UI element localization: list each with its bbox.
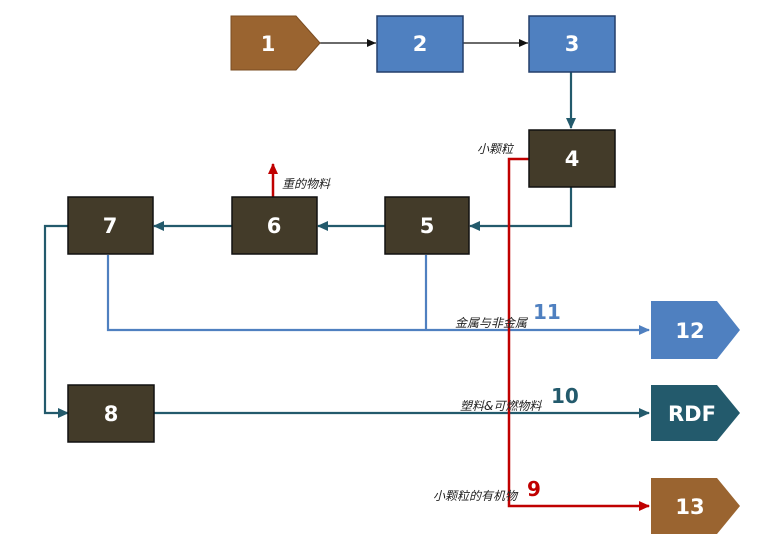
node-rdf-label: RDF	[668, 402, 716, 426]
node-8-label: 8	[104, 402, 119, 426]
node-12-label: 12	[675, 319, 704, 343]
node-5-label: 5	[420, 214, 435, 238]
arrow-7-to-8	[43, 224, 69, 418]
node-4: 4	[528, 129, 616, 188]
node-12: 12	[651, 301, 740, 359]
arrow-4-to-5	[469, 187, 573, 231]
arrow-4-to-13	[507, 157, 650, 511]
stream-number-11: 11	[533, 300, 561, 324]
stream-number-9: 9	[527, 477, 541, 501]
annotation-small-particles: 小颗粒	[477, 142, 515, 156]
node-3: 3	[528, 15, 616, 73]
node-6: 6	[231, 196, 318, 255]
node-2: 2	[376, 15, 464, 73]
annotation-plastic-combustible: 塑料&可燃物料	[460, 399, 542, 413]
annotation-metal-nonmetal: 金属与非金属	[455, 316, 529, 330]
stream-number-10: 10	[551, 384, 579, 408]
node-4-label: 4	[565, 147, 580, 171]
annotation-organic-small-particles: 小颗粒的有机物	[433, 489, 519, 503]
node-7-label: 7	[103, 214, 118, 238]
node-rdf: RDF	[651, 385, 740, 441]
node-6-label: 6	[267, 214, 282, 238]
node-13-label: 13	[675, 495, 704, 519]
node-13: 13	[651, 478, 740, 534]
annotation-heavy-material: 重的物料	[282, 177, 331, 191]
node-7: 7	[67, 196, 154, 255]
node-8: 8	[67, 384, 155, 443]
node-1-label: 1	[261, 32, 276, 56]
node-5: 5	[384, 196, 470, 255]
node-1: 1	[230, 15, 321, 71]
node-3-label: 3	[565, 32, 580, 56]
node-2-label: 2	[413, 32, 428, 56]
arrow-7-to-12	[106, 255, 650, 335]
